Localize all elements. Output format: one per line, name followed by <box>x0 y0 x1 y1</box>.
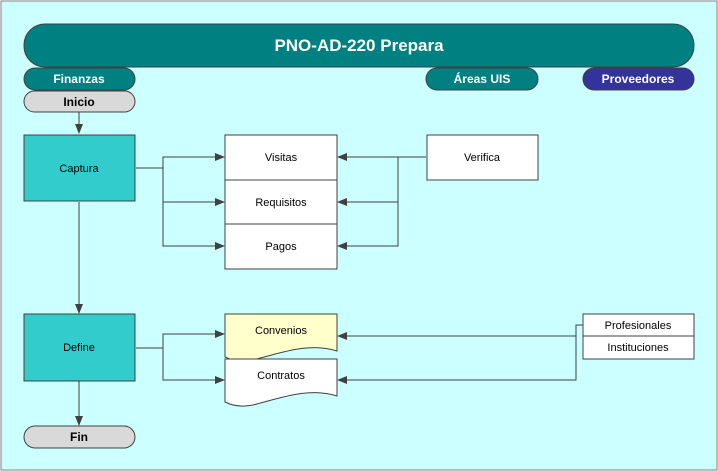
lane-proveedores: Proveedores <box>582 67 695 91</box>
record-visitas-label: Visitas <box>265 152 298 164</box>
process-captura: Captura <box>23 134 136 202</box>
arrow-proveedores-contratos <box>337 336 577 384</box>
end-terminal: Fin <box>23 425 136 449</box>
arrow-captura-pagos <box>162 202 225 250</box>
supplier-instituciones: Instituciones <box>582 335 695 360</box>
record-requisitos-label: Requisitos <box>255 197 307 209</box>
record-visitas: Visitas <box>224 134 338 181</box>
connectors <box>75 112 583 426</box>
process-define: Define <box>23 313 136 382</box>
arrow-captura-visitas <box>136 153 225 169</box>
lane-proveedores-label: Proveedores <box>602 72 675 86</box>
document-convenios-label: Convenios <box>255 325 307 337</box>
arrow-define-convenios <box>136 330 225 349</box>
arrow-proveedores-convenios <box>337 324 583 340</box>
record-requisitos: Requisitos <box>224 179 338 225</box>
document-contratos: Contratos <box>224 358 338 407</box>
arrow-verifica-pagos <box>337 202 399 250</box>
lane-areas: Áreas UIS <box>425 67 539 91</box>
document-contratos-label: Contratos <box>257 370 305 382</box>
verifica-box: Verifica <box>426 134 539 181</box>
lane-areas-label: Áreas UIS <box>454 71 511 86</box>
start-terminal: Inicio <box>23 90 136 113</box>
process-captura-label: Captura <box>59 163 99 175</box>
supplier-instituciones-label: Instituciones <box>607 342 669 354</box>
supplier-profesionales: Profesionales <box>582 313 695 337</box>
record-pagos-label: Pagos <box>265 241 297 253</box>
lane-finanzas-label: Finanzas <box>53 72 105 86</box>
start-terminal-label: Inicio <box>63 95 94 109</box>
verifica-label: Verifica <box>464 152 501 164</box>
arrow-define-contratos <box>162 348 225 384</box>
end-terminal-label: Fin <box>70 430 88 444</box>
record-pagos: Pagos <box>224 223 338 270</box>
supplier-profesionales-label: Profesionales <box>605 320 672 332</box>
diagram-title: PNO-AD-220 Prepara <box>274 36 444 55</box>
title-bar: PNO-AD-220 Prepara <box>23 23 695 68</box>
lane-finanzas: Finanzas <box>23 67 136 91</box>
process-define-label: Define <box>63 342 95 354</box>
